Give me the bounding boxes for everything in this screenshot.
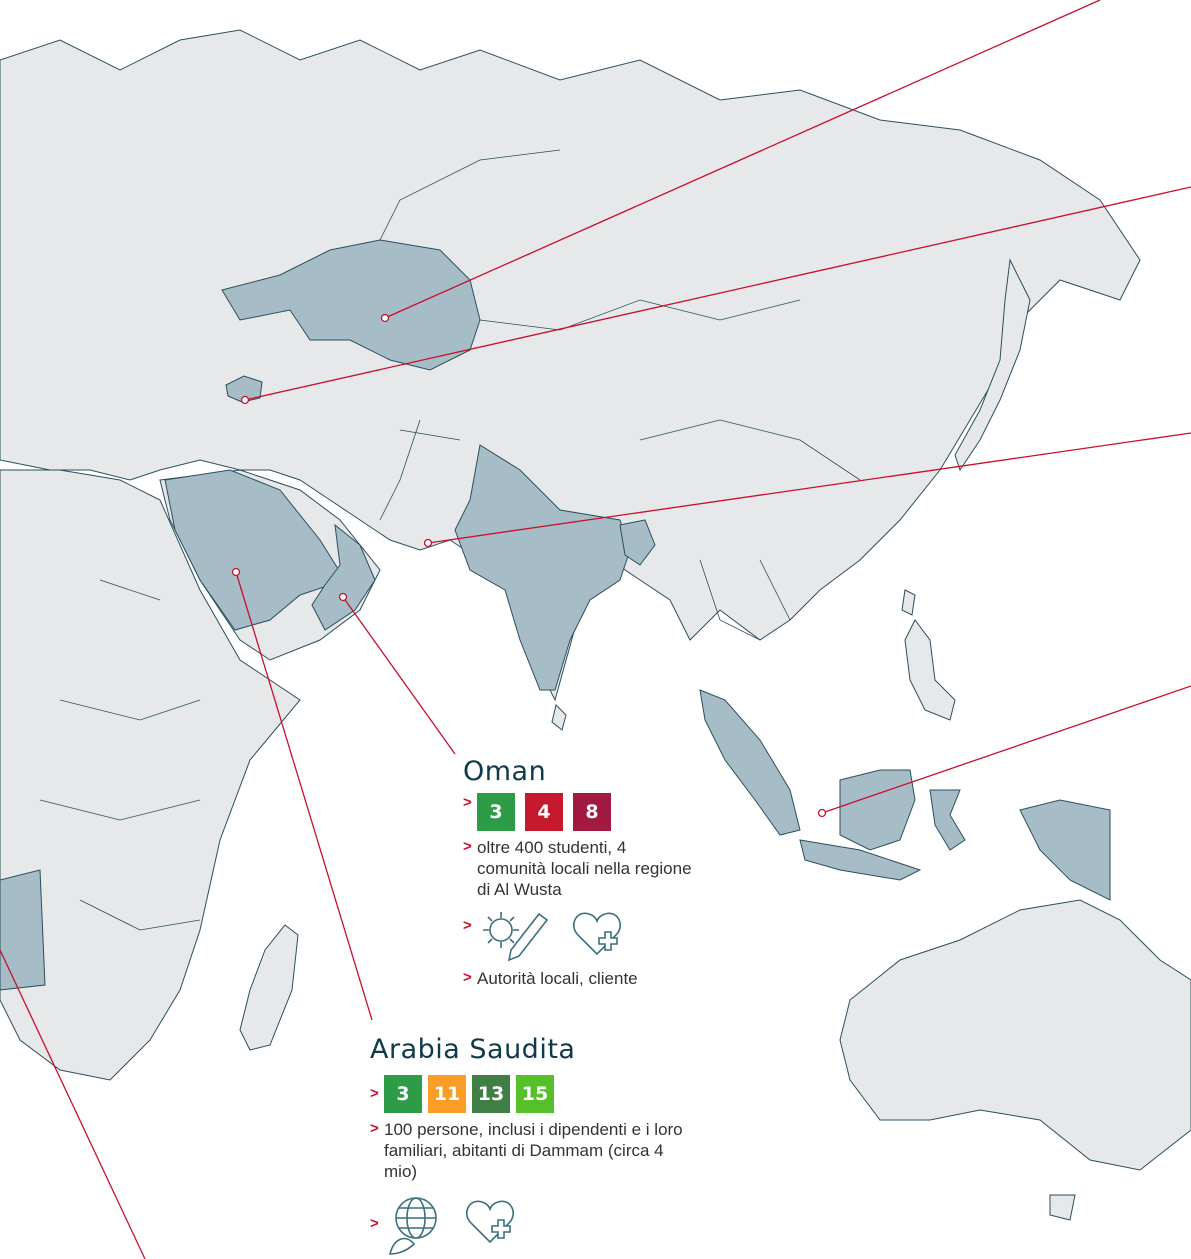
saudi-beneficiaries: 100 persone, inclusi i dipendenti e i lo… [384,1120,683,1181]
philippines [904,619,956,721]
gear-pencil-icon [483,912,549,962]
india [454,444,631,691]
japan [954,258,1031,472]
sri-lanka [551,704,567,731]
azerbaijan [225,375,263,403]
madagascar [239,924,299,1051]
saudi-sdg-badge-11: 11 [428,1075,466,1113]
oman-icons-row: > [463,906,693,962]
saudi-icons-row: > [370,1194,700,1256]
australia [839,899,1191,1171]
saudi-arabia [164,469,346,631]
caret-icon: > [463,969,472,986]
saudi-sdg-badge-15: 15 [516,1075,554,1113]
sulawesi [929,789,966,851]
oman-sdg-badge-8: 8 [573,793,611,831]
heart-plus-icon [466,1200,514,1244]
oman-sdg-badge-3: 3 [477,793,515,831]
caret-icon: > [463,917,472,934]
caret-icon: > [463,794,472,811]
saudi-sdg-badge-3: 3 [384,1075,422,1113]
saudi-beneficiaries-row: > 100 persone, inclusi i dipendenti e i … [370,1119,700,1182]
caret-icon: > [463,838,472,855]
oman-beneficiaries-row: > oltre 400 studenti, 4 comunità locali … [463,837,693,900]
location-markers [231,313,827,818]
borneo-kalimantan [839,769,916,851]
eurasia-landmass [0,29,1141,702]
bangladesh [619,519,656,566]
oman-title: Oman [463,756,547,787]
taiwan [901,589,916,616]
oman [311,523,376,631]
caret-icon: > [370,1215,379,1232]
oman-beneficiaries: oltre 400 studenti, 4 comunità locali ne… [477,838,692,899]
tasmania [1049,1194,1076,1221]
globe-leaf-icon [388,1197,437,1255]
heart-plus-icon [573,912,621,956]
africa-landmass [0,469,301,1081]
java [799,839,922,881]
caret-icon: > [370,1085,379,1102]
saudi-sdg-badge-13: 13 [472,1075,510,1113]
oman-sdg-badge-4: 4 [525,793,563,831]
sumatra [699,689,801,836]
saudi-title: Arabia Saudita [370,1034,576,1065]
caret-icon: > [370,1120,379,1137]
angola [0,869,46,991]
papua [1019,799,1111,901]
oman-partners-row: > Autorità locali, cliente [463,968,693,989]
oman-partners: Autorità locali, cliente [477,969,638,988]
